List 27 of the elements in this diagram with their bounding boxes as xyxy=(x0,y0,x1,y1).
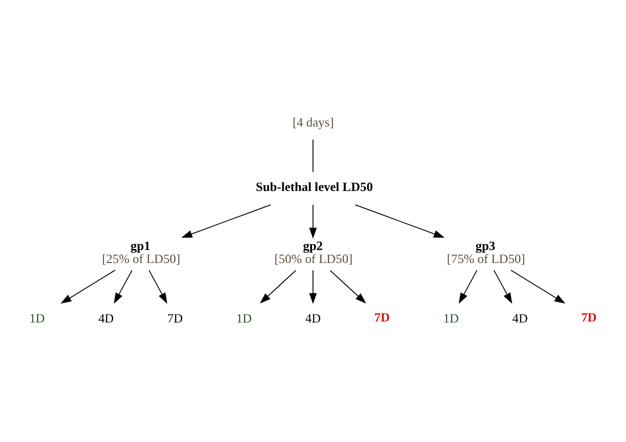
node-text: 7D xyxy=(167,311,183,326)
arrow xyxy=(510,270,566,304)
arrow xyxy=(494,270,512,304)
node-text: 1D xyxy=(29,311,45,326)
node-text: 1D xyxy=(236,311,252,326)
connector xyxy=(312,139,314,172)
arrow xyxy=(181,204,272,238)
node-text: 7D xyxy=(374,310,390,324)
node-text: gp2 [50% of LD50] xyxy=(274,239,353,266)
arrow xyxy=(148,270,168,304)
arrow xyxy=(114,270,132,304)
arrow xyxy=(354,204,445,238)
arrow xyxy=(309,270,317,304)
node-text: gp3 [75% of LD50] xyxy=(446,239,526,266)
node-text: 4D xyxy=(98,311,114,326)
node-text: Sub-lethal level LD50 xyxy=(256,180,373,194)
node-text: 1D xyxy=(443,311,459,326)
arrow xyxy=(458,270,478,304)
arrow xyxy=(260,270,296,304)
node-text: [4 days] xyxy=(292,115,334,130)
arrow xyxy=(60,270,116,304)
node-text: 7D xyxy=(581,310,597,324)
arrow xyxy=(330,270,366,304)
node-text: 4D xyxy=(512,311,528,326)
arrow xyxy=(309,204,317,239)
node-text: gp1 [25% of LD50] xyxy=(102,239,180,266)
node-text: 4D xyxy=(305,311,321,326)
